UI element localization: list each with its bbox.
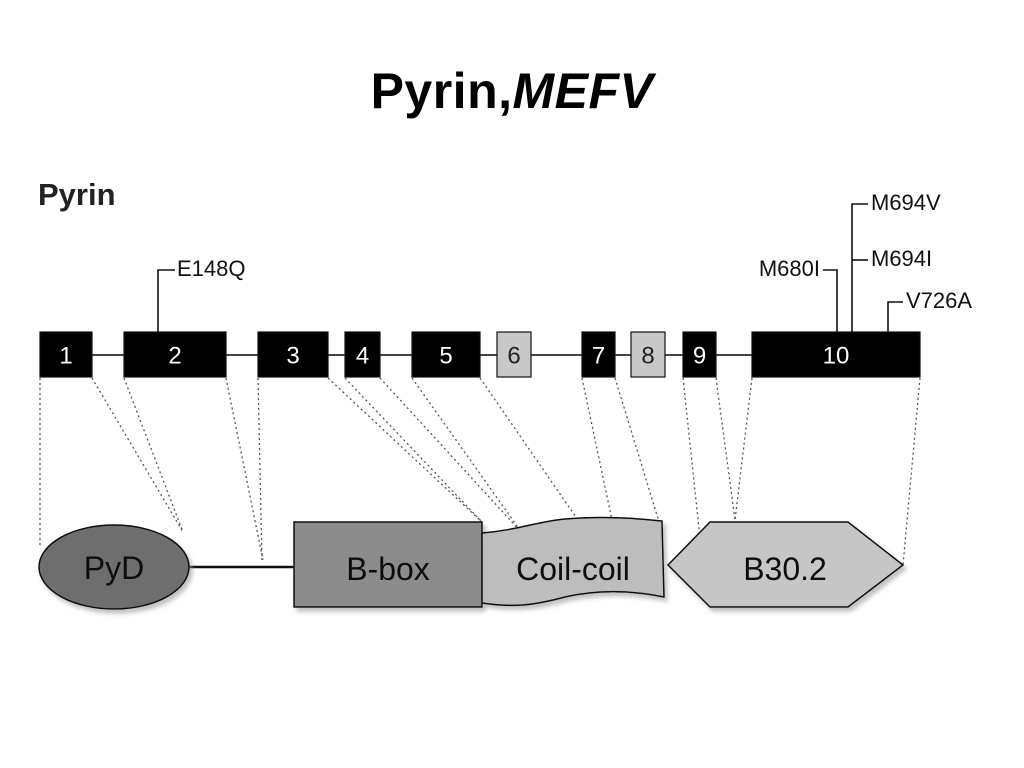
exon-label: 8 <box>641 343 654 370</box>
exon-label: 5 <box>439 343 452 370</box>
exon-box <box>682 331 717 378</box>
exon-box <box>123 331 227 378</box>
b-box-shape <box>293 521 483 608</box>
exon-label: 9 <box>693 343 706 370</box>
exon-box <box>411 331 481 378</box>
exon-label: 7 <box>592 343 605 370</box>
exon-3: 3 <box>257 331 329 378</box>
mutation-label-e148q: E148Q <box>177 256 246 281</box>
title-gene: MEFV <box>512 63 654 119</box>
exon-5: 5 <box>411 331 481 378</box>
protein-domains: PyD B-box Coil-coil B30.2 <box>38 516 905 610</box>
exon-label: 10 <box>823 343 850 370</box>
exon-label: 1 <box>59 343 72 370</box>
mutation-label-v726a: V726A <box>906 288 972 313</box>
exon-box <box>257 331 329 378</box>
b-box-domain: B-box <box>293 521 483 608</box>
exon-10: 10 <box>751 331 921 378</box>
exon-box <box>751 331 921 378</box>
b30-2-label: B30.2 <box>743 551 827 587</box>
mutation-label-m694i: M694I <box>871 246 932 271</box>
exon-box <box>496 331 532 378</box>
exon-box <box>39 331 93 378</box>
coil-coil-domain: Coil-coil <box>481 516 665 607</box>
mapping-lines <box>39 377 921 566</box>
mutation-leaders <box>157 203 903 332</box>
slide-title: Pyrin,MEFV <box>0 62 1024 120</box>
section-label: Pyrin <box>38 177 116 212</box>
exon-label: 2 <box>168 343 181 370</box>
pyd-domain: PyD <box>38 524 190 610</box>
exon-9: 9 <box>682 331 717 378</box>
coil-coil-label: Coil-coil <box>516 551 630 587</box>
exon-box <box>581 331 616 378</box>
mutation-label-m694v: M694V <box>871 190 941 215</box>
exon-box <box>344 331 381 378</box>
exon-1: 1 <box>39 331 93 378</box>
exon-4: 4 <box>344 331 381 378</box>
pyd-label: PyD <box>84 550 144 586</box>
exon-label: 3 <box>286 343 299 370</box>
mutation-label-m680i: M680I <box>759 256 820 281</box>
exon-8: 8 <box>630 331 666 378</box>
b30-2-shape <box>666 521 905 608</box>
exon-2: 2 <box>123 331 227 378</box>
exon-6: 6 <box>496 331 532 378</box>
coil-coil-shape <box>481 516 665 607</box>
b-box-label: B-box <box>346 551 430 587</box>
b30-2-domain: B30.2 <box>666 521 905 608</box>
exon-layer: 1 2 3 4 5 6 7 8 9 10 <box>39 331 921 378</box>
exon-7: 7 <box>581 331 616 378</box>
exon-box <box>630 331 666 378</box>
exon-label: 6 <box>507 343 520 370</box>
exon-label: 4 <box>356 343 369 370</box>
title-protein: Pyrin, <box>370 63 513 119</box>
pyd-shape <box>38 524 190 610</box>
